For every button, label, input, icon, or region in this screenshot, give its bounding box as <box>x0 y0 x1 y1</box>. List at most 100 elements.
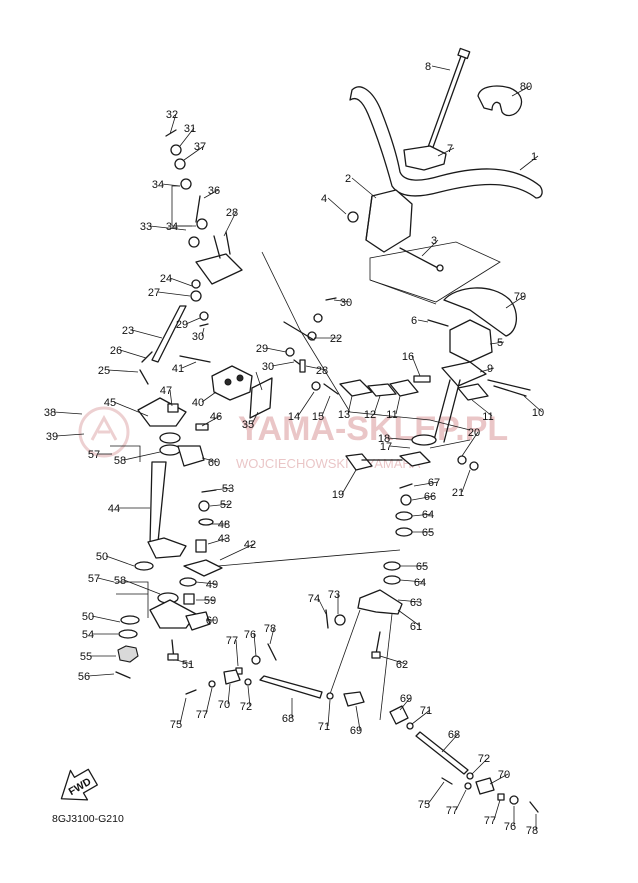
callout-number-47: 47 <box>160 385 172 397</box>
callout-leader-26 <box>119 349 147 359</box>
tie-rod-end-70b <box>475 777 495 795</box>
collar-16 <box>413 375 431 383</box>
callout-number-78: 78 <box>264 623 276 635</box>
callout-leader-68 <box>441 733 459 753</box>
bushing-43 <box>195 539 207 553</box>
nut-72b <box>466 772 474 780</box>
callout-leader-69 <box>399 697 411 711</box>
callout-number-77: 77 <box>196 709 208 721</box>
handlebar-cap-80 <box>477 85 523 117</box>
watermark-subtitle: WOJCIECHOWSKI ... YAMAHA <box>236 456 421 471</box>
nut-72a <box>244 678 252 686</box>
arm-13 <box>339 379 373 397</box>
washer-50b <box>120 615 140 625</box>
callout-leader-12 <box>373 395 381 415</box>
arm-11b <box>457 383 489 401</box>
callout-number-77: 77 <box>484 815 496 827</box>
callout-number-41: 41 <box>172 363 184 375</box>
callout-number-1: 1 <box>531 151 537 163</box>
nut-20 <box>457 455 467 465</box>
washer-50a <box>134 561 154 571</box>
callout-number-72: 72 <box>240 701 252 713</box>
callout-leader-71 <box>411 709 431 725</box>
handlebar <box>349 86 543 199</box>
callout-leader-15 <box>321 395 331 417</box>
callout-number-65: 65 <box>422 527 434 539</box>
callout-number-4: 4 <box>321 193 327 205</box>
callout-number-69: 69 <box>350 725 362 737</box>
bolt-46 <box>195 423 209 431</box>
callout-leader-77 <box>235 639 239 667</box>
callout-number-3: 3 <box>431 235 437 247</box>
nut-71a <box>326 692 334 700</box>
callout-leader-72 <box>247 685 251 707</box>
callout-number-18: 18 <box>378 433 390 445</box>
callout-leader-75 <box>427 781 445 805</box>
spacer-bracket-box <box>171 185 192 227</box>
callout-number-15: 15 <box>312 411 324 423</box>
callout-leader-77 <box>205 687 213 715</box>
callout-number-29: 29 <box>256 343 268 355</box>
callout-leader-30 <box>333 299 351 303</box>
callout-leader-77 <box>455 789 467 811</box>
pin-36 <box>195 195 201 223</box>
callout-leader-53 <box>213 487 233 491</box>
nut-52 <box>198 500 210 512</box>
callout-number-34: 34 <box>166 221 178 233</box>
bracket-10 <box>487 379 531 397</box>
nut-4 <box>347 211 359 223</box>
callout-leader-70 <box>489 773 509 785</box>
shaft-44-end <box>147 537 187 559</box>
callout-leader-72 <box>471 757 489 775</box>
callout-leader-71 <box>327 699 331 727</box>
callout-number-51: 51 <box>182 659 194 671</box>
callout-leader-39 <box>55 433 85 437</box>
callout-leader-27 <box>157 291 191 297</box>
washer-65a <box>395 527 413 537</box>
tie-rod-end-69b <box>389 705 409 725</box>
callout-number-57: 57 <box>88 449 100 461</box>
callout-leader-36 <box>203 189 219 199</box>
cotter-53 <box>201 489 217 493</box>
callout-number-14: 14 <box>288 411 300 423</box>
washer-29 <box>285 347 295 357</box>
callout-number-72: 72 <box>478 753 490 765</box>
cotter-30a <box>199 323 209 327</box>
callout-number-11: 11 <box>386 409 397 421</box>
callout-number-70: 70 <box>498 769 510 781</box>
collar-58a <box>159 444 181 456</box>
callout-leader-49 <box>195 581 217 585</box>
washer-54 <box>118 629 138 639</box>
upper-bracket-5 <box>449 319 493 363</box>
callout-number-78: 78 <box>526 825 538 837</box>
tie-rod-left <box>185 643 365 707</box>
callout-leader-38 <box>53 411 83 415</box>
callout-number-16: 16 <box>402 351 414 363</box>
callout-number-79: 79 <box>514 291 526 303</box>
callout-leader-23 <box>131 329 163 339</box>
callout-number-61: 61 <box>410 621 422 633</box>
cotter-67 <box>399 483 413 489</box>
arm-12 <box>367 383 397 397</box>
callout-leader-50 <box>105 555 135 567</box>
tie-rod-right <box>389 705 539 813</box>
callout-number-75: 75 <box>418 799 430 811</box>
plate-35 <box>249 377 273 419</box>
callout-leader-19 <box>341 469 357 495</box>
pitman-arm-61 <box>357 589 403 615</box>
callout-number-30: 30 <box>192 331 204 343</box>
callout-number-70: 70 <box>218 699 230 711</box>
spacer-59 <box>183 593 195 605</box>
callout-number-76: 76 <box>244 629 256 641</box>
callout-leader-21 <box>461 469 471 493</box>
callout-leader-80 <box>511 85 531 97</box>
callout-number-19: 19 <box>332 489 344 501</box>
callout-leader-51 <box>175 659 193 665</box>
callout-number-58: 58 <box>114 455 126 467</box>
callout-leader-74 <box>317 597 327 615</box>
callout-number-71: 71 <box>420 705 432 717</box>
callout-leader-2 <box>351 177 377 199</box>
callout-number-38: 38 <box>44 407 56 419</box>
washer-77b <box>208 680 216 688</box>
